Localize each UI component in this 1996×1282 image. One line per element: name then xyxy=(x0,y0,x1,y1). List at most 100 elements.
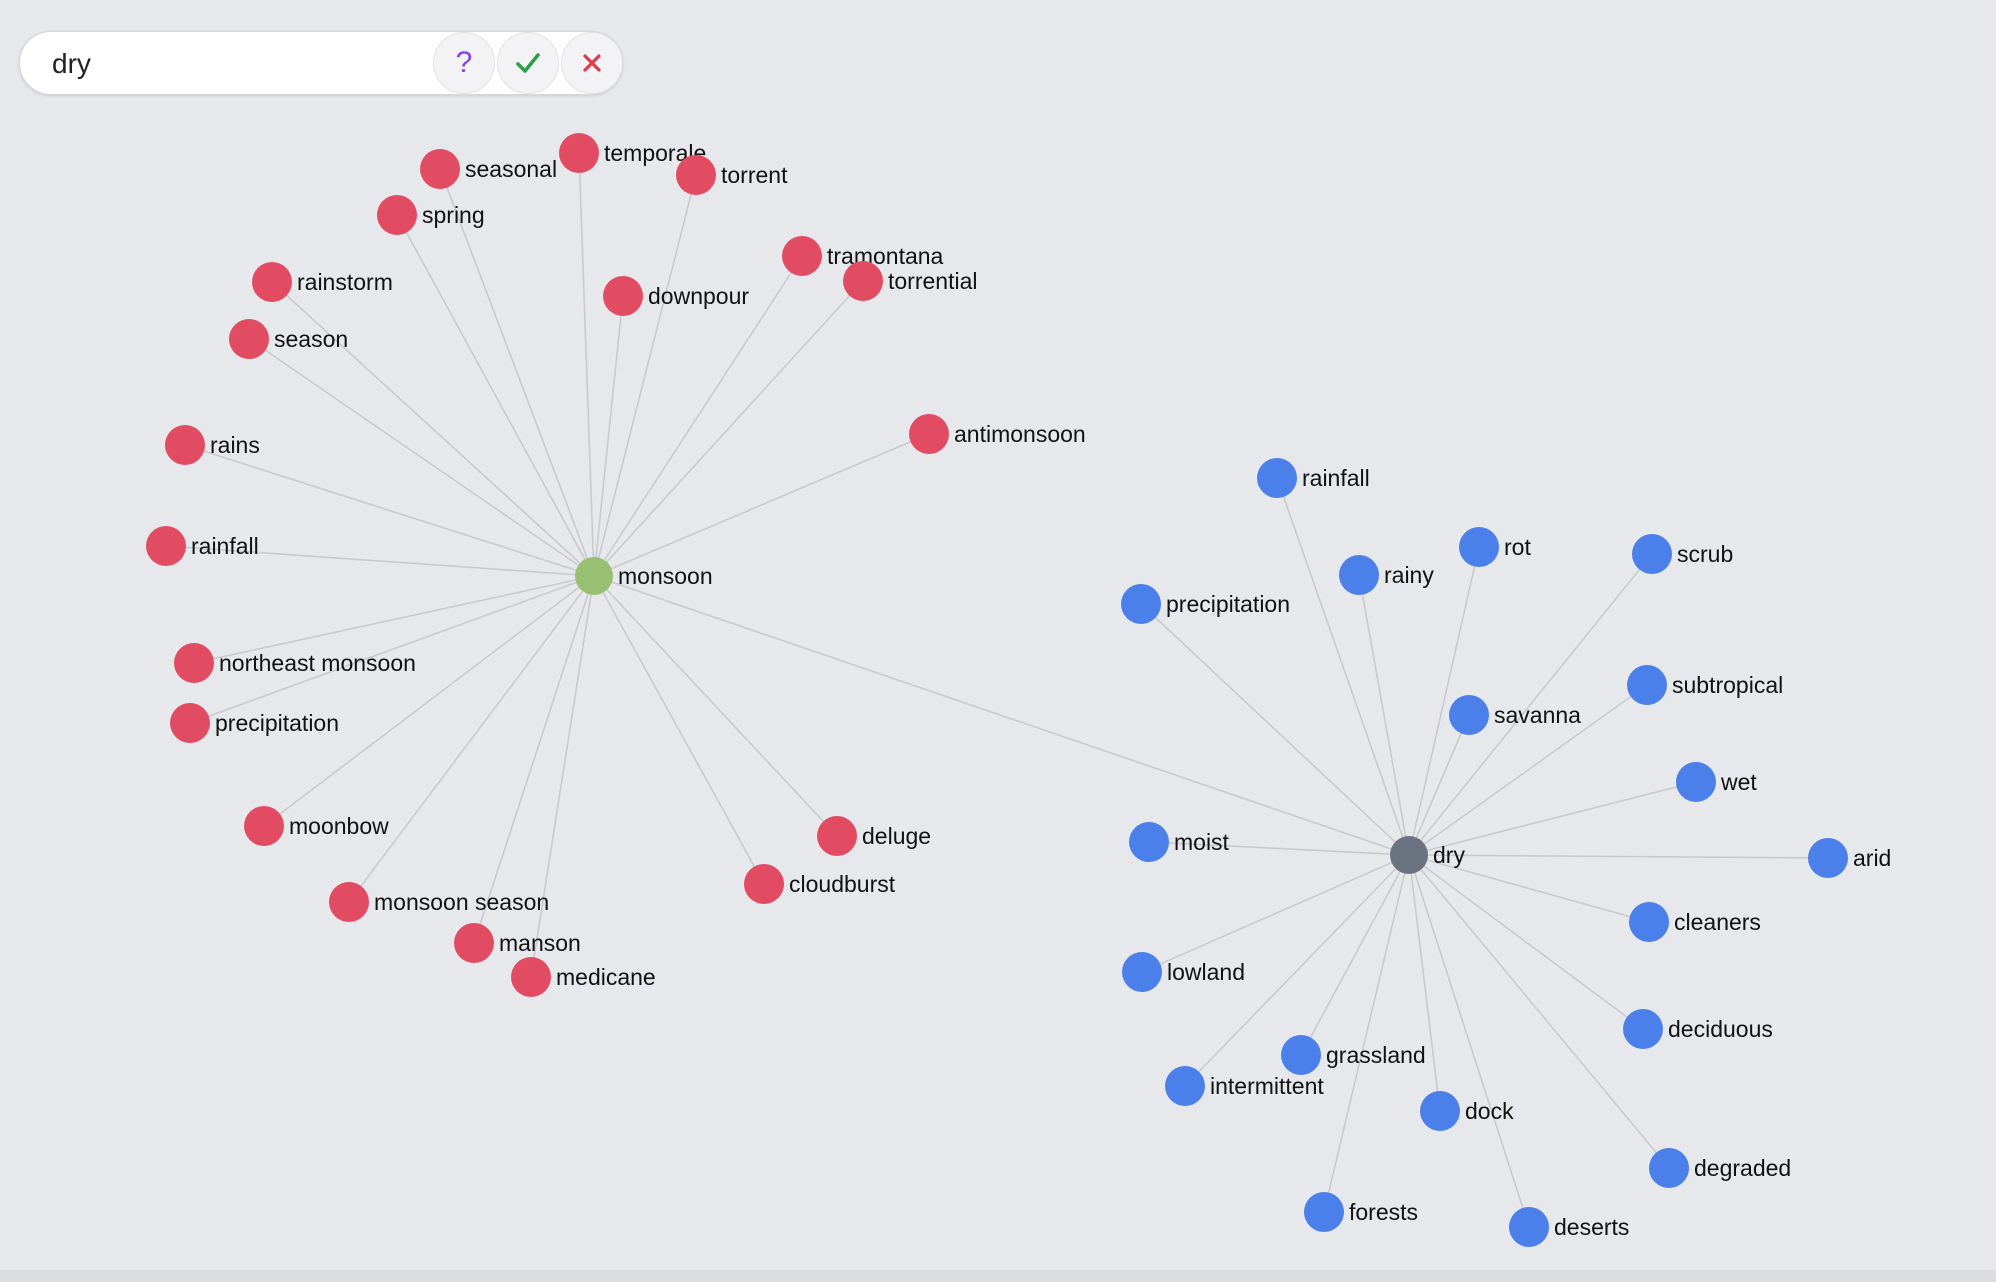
node-rainfall[interactable]: rainfall xyxy=(1257,458,1370,498)
node-circle[interactable] xyxy=(1449,695,1489,735)
node-wet[interactable]: wet xyxy=(1676,762,1757,802)
node-subtropical[interactable]: subtropical xyxy=(1627,665,1783,705)
node-label: moonbow xyxy=(289,813,389,839)
node-circle[interactable] xyxy=(1121,584,1161,624)
node-rains[interactable]: rains xyxy=(165,425,260,465)
node-label: torrential xyxy=(888,268,977,294)
node-label: deluge xyxy=(862,823,931,849)
node-circle[interactable] xyxy=(1420,1091,1460,1131)
node-circle[interactable] xyxy=(1649,1148,1689,1188)
node-temporale[interactable]: temporale xyxy=(559,133,706,173)
node-rainfall[interactable]: rainfall xyxy=(146,526,259,566)
node-center-monsoon[interactable]: monsoon xyxy=(575,557,713,595)
node-moonbow[interactable]: moonbow xyxy=(244,806,389,846)
node-seasonal[interactable]: seasonal xyxy=(420,149,557,189)
node-tramontana[interactable]: tramontana xyxy=(782,236,944,276)
node-circle[interactable] xyxy=(146,526,186,566)
node-monsoon-season[interactable]: monsoon season xyxy=(329,882,549,922)
node-circle[interactable] xyxy=(1304,1192,1344,1232)
node-torrent[interactable]: torrent xyxy=(676,155,788,195)
node-grassland[interactable]: grassland xyxy=(1281,1035,1426,1075)
node-circle[interactable] xyxy=(559,133,599,173)
node-moist[interactable]: moist xyxy=(1129,822,1230,862)
node-circle[interactable] xyxy=(817,816,857,856)
node-dock[interactable]: dock xyxy=(1420,1091,1514,1131)
node-circle[interactable] xyxy=(174,643,214,683)
node-precipitation[interactable]: precipitation xyxy=(170,703,339,743)
node-circle[interactable] xyxy=(420,149,460,189)
check-icon xyxy=(516,53,540,73)
node-manson[interactable]: manson xyxy=(454,923,581,963)
node-center-dry[interactable]: dry xyxy=(1390,836,1465,874)
edge-monsoon-cloudburst xyxy=(593,575,765,885)
node-rot[interactable]: rot xyxy=(1459,527,1531,567)
node-circle[interactable] xyxy=(329,882,369,922)
node-circle[interactable] xyxy=(1390,836,1428,874)
node-northeast-monsoon[interactable]: northeast monsoon xyxy=(174,643,416,683)
search-input[interactable] xyxy=(50,42,434,86)
edge-monsoon-season xyxy=(248,338,595,577)
node-circle[interactable] xyxy=(165,425,205,465)
node-circle[interactable] xyxy=(170,703,210,743)
node-deserts[interactable]: deserts xyxy=(1509,1207,1629,1247)
node-circle[interactable] xyxy=(229,319,269,359)
node-circle[interactable] xyxy=(511,957,551,997)
node-circle[interactable] xyxy=(454,923,494,963)
node-downpour[interactable]: downpour xyxy=(603,276,749,316)
node-circle[interactable] xyxy=(603,276,643,316)
node-circle[interactable] xyxy=(575,557,613,595)
node-lowland[interactable]: lowland xyxy=(1122,952,1245,992)
node-circle[interactable] xyxy=(252,262,292,302)
node-savanna[interactable]: savanna xyxy=(1449,695,1581,735)
node-circle[interactable] xyxy=(1808,838,1848,878)
node-circle[interactable] xyxy=(244,806,284,846)
node-circle[interactable] xyxy=(1459,527,1499,567)
node-intermittent[interactable]: intermittent xyxy=(1165,1066,1324,1106)
node-rainstorm[interactable]: rainstorm xyxy=(252,262,393,302)
node-degraded[interactable]: degraded xyxy=(1649,1148,1791,1188)
node-circle[interactable] xyxy=(1509,1207,1549,1247)
node-spring[interactable]: spring xyxy=(377,195,485,235)
node-deluge[interactable]: deluge xyxy=(817,816,931,856)
node-label: forests xyxy=(1349,1199,1418,1225)
node-circle[interactable] xyxy=(909,414,949,454)
node-circle[interactable] xyxy=(744,864,784,904)
confirm-button[interactable] xyxy=(497,32,559,94)
node-season[interactable]: season xyxy=(229,319,348,359)
node-rainy[interactable]: rainy xyxy=(1339,555,1434,595)
node-circle[interactable] xyxy=(377,195,417,235)
node-circle[interactable] xyxy=(1339,555,1379,595)
edge-dry-grassland xyxy=(1300,854,1410,1056)
node-label: rainstorm xyxy=(297,269,393,295)
node-label: northeast monsoon xyxy=(219,650,416,676)
node-cleaners[interactable]: cleaners xyxy=(1629,902,1761,942)
node-circle[interactable] xyxy=(1129,822,1169,862)
node-circle[interactable] xyxy=(1627,665,1667,705)
node-circle[interactable] xyxy=(1632,534,1672,574)
node-circle[interactable] xyxy=(1629,902,1669,942)
node-circle[interactable] xyxy=(1676,762,1716,802)
node-circle[interactable] xyxy=(843,261,883,301)
node-circle[interactable] xyxy=(1623,1009,1663,1049)
node-forests[interactable]: forests xyxy=(1304,1192,1418,1232)
node-torrential[interactable]: torrential xyxy=(843,261,977,301)
node-circle[interactable] xyxy=(1122,952,1162,992)
node-scrub[interactable]: scrub xyxy=(1632,534,1733,574)
node-circle[interactable] xyxy=(676,155,716,195)
node-precipitation[interactable]: precipitation xyxy=(1121,584,1290,624)
node-arid[interactable]: arid xyxy=(1808,838,1891,878)
node-circle[interactable] xyxy=(1281,1035,1321,1075)
node-label: rot xyxy=(1504,534,1531,560)
node-label: dry xyxy=(1433,842,1465,868)
node-cloudburst[interactable]: cloudburst xyxy=(744,864,896,904)
node-medicane[interactable]: medicane xyxy=(511,957,656,997)
cancel-button[interactable] xyxy=(561,32,623,94)
node-circle[interactable] xyxy=(1165,1066,1205,1106)
node-circle[interactable] xyxy=(782,236,822,276)
help-button[interactable]: ? xyxy=(433,32,495,94)
node-circle[interactable] xyxy=(1257,458,1297,498)
node-antimonsoon[interactable]: antimonsoon xyxy=(909,414,1086,454)
edge-monsoon-antimonsoon xyxy=(593,433,930,577)
node-deciduous[interactable]: deciduous xyxy=(1623,1009,1773,1049)
